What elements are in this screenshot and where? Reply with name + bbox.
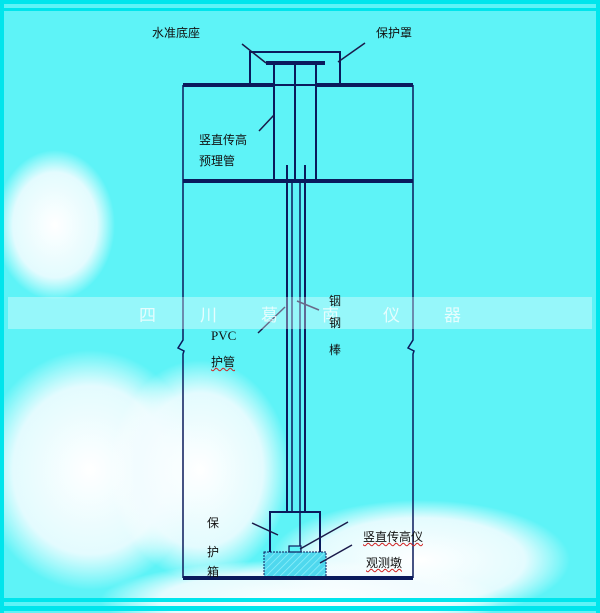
label-invar-rod-1: 铟: [329, 294, 342, 308]
label-protective-box-2: 护: [207, 545, 220, 559]
left-wall: [176, 85, 185, 578]
label-instrument: 竖直传高仪: [363, 530, 424, 544]
label-protective-cover: 保护罩: [376, 26, 413, 40]
leader-lines: [241, 42, 366, 564]
observation-pier: [263, 551, 327, 579]
label-pier: 观测墩: [366, 556, 403, 570]
label-invar-rod-3: 棒: [329, 343, 342, 357]
label-embedded-pipe-1: 竖直传高: [199, 133, 248, 147]
right-wall: [406, 85, 415, 578]
label-protective-box-1: 保: [207, 516, 220, 530]
structure: [176, 51, 415, 580]
label-embedded-pipe-2: 预理管: [199, 154, 236, 168]
watermark: 四 川 葛 南 仪 器: [8, 297, 592, 329]
label-level-base: 水准底座: [152, 26, 201, 40]
instrument: [288, 545, 302, 553]
label-protective-box-3: 箱: [207, 565, 220, 579]
label-pvc-1: PVC: [211, 328, 237, 343]
label-invar-rod-2: 钢: [329, 316, 342, 330]
label-pvc-2: 护管: [211, 355, 236, 369]
